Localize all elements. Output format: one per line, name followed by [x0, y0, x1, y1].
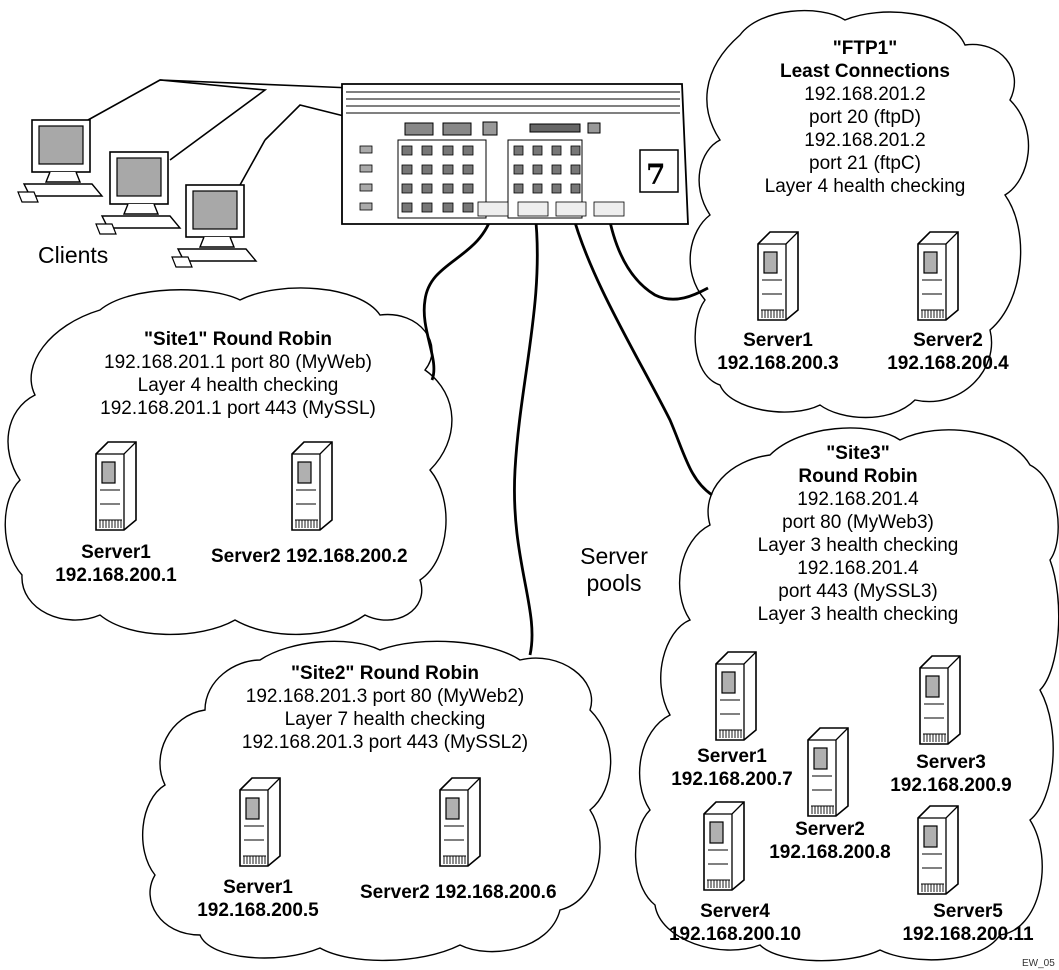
site3-server4-icon: [703, 801, 745, 891]
server-ip: 192.168.200.10: [668, 924, 802, 945]
server-ip: 192.168.200.1: [55, 565, 177, 586]
site3-server1-label: Server1 192.168.200.7: [671, 745, 793, 791]
ftp1-server1-icon: [757, 231, 799, 321]
site3-line: port 80 (MyWeb3): [782, 512, 934, 533]
ftp1-line: 192.168.201.2: [804, 84, 926, 105]
ftp1-line: port 21 (ftpC): [809, 153, 921, 174]
site3-server2-label: Server2 192.168.200.8: [769, 818, 891, 864]
site1-line: 192.168.201.1 port 443 (MySSL): [100, 398, 376, 419]
ftp1-line: port 20 (ftpD): [809, 107, 921, 128]
client-computer-1: [17, 119, 103, 203]
ftp1-line: 192.168.201.2: [804, 130, 926, 151]
site1-server2-label: Server2 192.168.200.2: [211, 546, 408, 567]
site2-pool-info: "Site2" Round Robin 192.168.201.3 port 8…: [242, 662, 528, 754]
ftp1-pool-name: "FTP1": [832, 38, 898, 59]
site3-pool-name: "Site3": [826, 443, 890, 464]
site1-pool-info: "Site1" Round Robin 192.168.201.1 port 8…: [100, 328, 376, 420]
site3-server5-label: Server5 192.168.200.11: [902, 900, 1033, 946]
server-ip: 192.168.200.5: [197, 900, 319, 921]
site1-server1-icon: [95, 441, 137, 531]
client-link-2: [159, 79, 353, 89]
ftp1-server1-label: Server1 192.168.200.3: [717, 329, 839, 375]
cable-to-site2: [513, 211, 539, 656]
site3-server4-label: Server4 192.168.200.10: [669, 900, 801, 946]
site3-server2-icon: [807, 727, 849, 817]
server-name: Server1: [697, 746, 767, 767]
server-ip: 192.168.200.4: [887, 353, 1009, 374]
site3-line: port 443 (MySSL3): [778, 581, 938, 602]
ftp1-pool-method: Least Connections: [780, 61, 950, 82]
site1-line: Layer 4 health checking: [137, 375, 339, 396]
server-ip: 192.168.200.8: [769, 842, 891, 863]
site3-server3-label: Server3 192.168.200.9: [890, 751, 1012, 797]
server-name: Server5: [933, 901, 1003, 922]
site1-pool-title: "Site1" Round Robin: [144, 329, 332, 350]
ftp1-line: Layer 4 health checking: [764, 176, 966, 197]
client-computer-2: [95, 151, 181, 235]
switch-chassis: 7: [341, 83, 689, 225]
site3-line: Layer 3 health checking: [757, 604, 959, 625]
cable-to-site3: [570, 211, 713, 497]
site2-server2-icon: [439, 777, 481, 867]
client-computer-3: [171, 184, 257, 268]
server-name: Server1: [223, 877, 293, 898]
server-name: Server2: [795, 819, 865, 840]
site3-line: 192.168.201.4: [797, 558, 919, 579]
site1-line: 192.168.201.1 port 80 (MyWeb): [104, 352, 372, 373]
site3-pool-info: "Site3" Round Robin 192.168.201.4 port 8…: [758, 442, 959, 626]
site3-server3-icon: [919, 655, 961, 745]
site3-server1-icon: [715, 651, 757, 741]
cable-to-ftp1: [606, 211, 709, 301]
server-ip: 192.168.200.7: [671, 769, 793, 790]
svg-text:7: 7: [646, 158, 665, 191]
site3-line: 192.168.201.4: [797, 489, 919, 510]
server-pools-label: Server pools: [580, 543, 648, 597]
site3-pool-method: Round Robin: [798, 466, 918, 487]
server-ip: 192.168.200.9: [890, 775, 1012, 796]
site1-server1-label: Server1 192.168.200.1: [55, 541, 177, 587]
server-name: Server3: [916, 752, 986, 773]
site2-pool-cloud: [142, 640, 612, 962]
cable-to-site1: [422, 211, 495, 381]
ftp1-server2-label: Server2 192.168.200.4: [887, 329, 1009, 375]
site2-line: 192.168.201.3 port 443 (MySSL2): [241, 732, 529, 753]
server-pools-line-2: pools: [586, 570, 642, 596]
server-ip: 192.168.200.11: [902, 924, 1034, 945]
switch-port-grid: [359, 145, 625, 217]
site2-line: 192.168.201.3 port 80 (MyWeb2): [245, 686, 525, 707]
client-link-1: [87, 79, 268, 161]
server-pools-line-1: Server: [580, 543, 648, 569]
server-name: Server1: [743, 330, 813, 351]
site2-server1-icon: [239, 777, 281, 867]
server-name: Server2: [913, 330, 983, 351]
site2-pool-title: "Site2" Round Robin: [291, 663, 479, 684]
site2-server1-label: Server1 192.168.200.5: [197, 876, 319, 922]
figure-id: EW_05: [1022, 958, 1055, 969]
clients-label: Clients: [38, 242, 109, 268]
site3-line: Layer 3 health checking: [757, 535, 959, 556]
ftp1-server2-icon: [917, 231, 959, 321]
server-name: Server4: [700, 901, 770, 922]
client-link-3: [239, 104, 353, 186]
site2-line: Layer 7 health checking: [284, 709, 486, 730]
server-name: Server1: [81, 542, 151, 563]
site2-server2-label: Server2 192.168.200.6: [360, 882, 557, 903]
ftp1-pool-info: "FTP1" Least Connections 192.168.201.2 p…: [765, 37, 966, 198]
site3-server5-icon: [917, 805, 959, 895]
server-ip: 192.168.200.3: [717, 353, 839, 374]
site1-server2-icon: [291, 441, 333, 531]
site1-pool-cloud: [4, 287, 453, 636]
